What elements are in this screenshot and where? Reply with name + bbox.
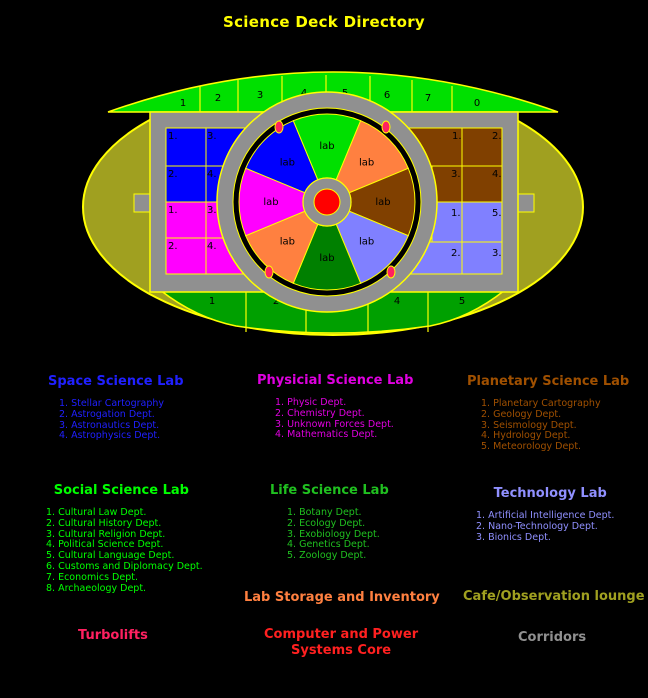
- lab-label: lab: [280, 157, 295, 168]
- physical-science-title: Physicial Science Lab: [257, 373, 414, 388]
- core-legend-line1: Computer and Power: [264, 627, 419, 642]
- cell-number: 4.: [207, 241, 217, 252]
- lab-label: lab: [319, 141, 334, 152]
- cell-number: 2.: [451, 248, 461, 259]
- lab-label: lab: [359, 237, 374, 248]
- planetary-science-list: 1. Planetary Cartography 2. Geology Dept…: [481, 398, 629, 453]
- list-item: 4. Hydrology Dept.: [481, 430, 571, 442]
- turbolift-top-left[interactable]: [274, 120, 284, 134]
- life-science-section: Life Science Lab 1. Botany Dept. 2. Ecol…: [270, 483, 389, 562]
- lab-label: lab: [280, 237, 295, 248]
- turbolifts-legend: Turbolifts: [78, 628, 148, 643]
- list-item: 7. Economics Dept.: [46, 571, 138, 583]
- life-science-list: 1. Botany Dept. 2. Ecology Dept. 3. Exob…: [287, 507, 389, 562]
- cell-number: 2.: [168, 169, 178, 180]
- list-item: 5. Meteorology Dept.: [481, 441, 582, 453]
- list-item: 1. Stellar Cartography: [59, 398, 165, 409]
- list-item: 2. Nano-Technology Dept.: [476, 520, 598, 532]
- list-item: 2. Chemistry Dept.: [275, 407, 365, 419]
- list-item: 5. Cultural Language Dept.: [46, 550, 175, 562]
- list-item: 3. Unknown Forces Dept.: [275, 418, 394, 430]
- list-item: 8. Archaeology Dept.: [46, 582, 147, 594]
- list-item: 3. Exobiology Dept.: [287, 528, 380, 540]
- cell-number: 4.: [492, 169, 502, 180]
- list-item: 2. Geology Dept.: [481, 408, 562, 420]
- list-item: 2. Cultural History Dept.: [46, 517, 162, 529]
- core-legend-line2: Systems Core: [290, 643, 392, 658]
- lab-label: lab: [263, 197, 278, 208]
- planetary-science-title: Planetary Science Lab: [467, 374, 630, 389]
- social-science-list: 1. Cultural Law Dept. 2. Cultural Histor…: [46, 507, 203, 594]
- cell-number: 3.: [492, 248, 502, 259]
- corridors-legend: Corridors: [518, 630, 587, 645]
- list-item: 2. Astrogation Dept.: [59, 408, 155, 420]
- block-cell-numbers: 1. 3. 2. 4. 1. 3. 2. 4. 1. 2. 3. 4. 1. 5. 2. 3.: [168, 131, 502, 259]
- list-item: 1. Physic Dept.: [275, 397, 347, 408]
- cell-number: 3.: [207, 131, 217, 142]
- band-number: 0: [474, 98, 480, 109]
- band-number: 1: [209, 296, 215, 307]
- technology-section: Technology Lab 1. Artificial Intelligenc…: [476, 486, 614, 543]
- page-title: Science Deck Directory: [223, 13, 425, 31]
- computer-core[interactable]: [313, 188, 341, 216]
- list-item: 1. Cultural Law Dept.: [46, 507, 147, 518]
- band-number: 2: [215, 93, 221, 104]
- list-item: 5. Zoology Dept.: [287, 550, 367, 562]
- list-item: 4. Astrophysics Dept.: [59, 430, 161, 442]
- social-science-section: Social Science Lab 1. Cultural Law Dept.…: [40, 483, 203, 594]
- computer-core-legend: Computer and Power Systems Core: [264, 627, 418, 659]
- cell-number: 5.: [492, 208, 502, 219]
- cell-number: 2.: [492, 131, 502, 142]
- space-science-list: 1. Stellar Cartography 2. Astrogation De…: [59, 398, 184, 442]
- list-item: 1. Planetary Cartography: [481, 398, 601, 409]
- band-number: 3: [257, 90, 263, 101]
- turbolift-bottom-right[interactable]: [386, 265, 396, 279]
- band-number: 4: [394, 296, 400, 307]
- list-item: 4. Political Science Dept.: [46, 539, 164, 551]
- list-item: 1. Botany Dept.: [287, 507, 362, 518]
- band-number: 4: [301, 88, 307, 99]
- social-science-title: Social Science Lab: [53, 483, 189, 498]
- cell-number: 1.: [452, 131, 462, 142]
- life-science-title: Life Science Lab: [270, 483, 389, 498]
- list-item: 3. Bionics Dept.: [476, 531, 551, 543]
- lab-label: lab: [375, 197, 390, 208]
- lab-storage-legend: Lab Storage and Inventory: [244, 590, 440, 605]
- space-science-section: Space Science Lab 1. Stellar Cartography…: [48, 374, 184, 442]
- technology-list: 1. Artificial Intelligence Dept. 2. Nano…: [476, 510, 615, 543]
- turbolifts: [264, 120, 396, 279]
- planetary-science-section: Planetary Science Lab 1. Planetary Carto…: [467, 374, 629, 453]
- list-item: 3. Seismology Dept.: [481, 419, 577, 431]
- list-item: 3. Astronautics Dept.: [59, 419, 160, 431]
- turbolift-bottom-left[interactable]: [264, 265, 274, 279]
- physical-science-list: 1. Physic Dept. 2. Chemistry Dept. 3. Un…: [275, 397, 413, 441]
- list-item: 1. Artificial Intelligence Dept.: [476, 510, 615, 521]
- lab-wedges: lab lab lab lab lab lab lab lab: [238, 113, 416, 291]
- band-number: 1: [180, 98, 186, 109]
- band-number: 2: [273, 296, 279, 307]
- technology-title: Technology Lab: [493, 486, 607, 501]
- band-number: 7: [425, 93, 431, 104]
- cell-number: 1.: [168, 131, 178, 142]
- band-number: 6: [384, 90, 390, 101]
- list-item: 4. Mathematics Dept.: [275, 429, 378, 441]
- list-item: 4. Genetics Dept.: [287, 539, 370, 551]
- lab-label: lab: [319, 253, 334, 264]
- cell-number: 4.: [207, 169, 217, 180]
- turbolift-top-right[interactable]: [381, 120, 391, 134]
- cell-number: 1.: [168, 205, 178, 216]
- cell-number: 1.: [451, 208, 461, 219]
- band-number: 5: [459, 296, 465, 307]
- list-item: 6. Customs and Diplomacy Dept.: [46, 560, 203, 572]
- deck-map: 12345670 12345 1.3.2.4.1.3.2.4.1.2.3.4.1…: [82, 71, 584, 336]
- lab-label: lab: [359, 157, 374, 168]
- space-science-title: Space Science Lab: [48, 374, 184, 389]
- cell-number: 2.: [168, 241, 178, 252]
- cell-number: 3.: [207, 205, 217, 216]
- cell-number: 3.: [451, 169, 461, 180]
- list-item: 2. Ecology Dept.: [287, 517, 366, 529]
- list-item: 3. Cultural Religion Dept.: [46, 528, 166, 540]
- cafe-legend: Cafe/Observation lounge: [463, 589, 645, 604]
- physical-science-section: Physicial Science Lab 1. Physic Dept. 2.…: [257, 373, 413, 441]
